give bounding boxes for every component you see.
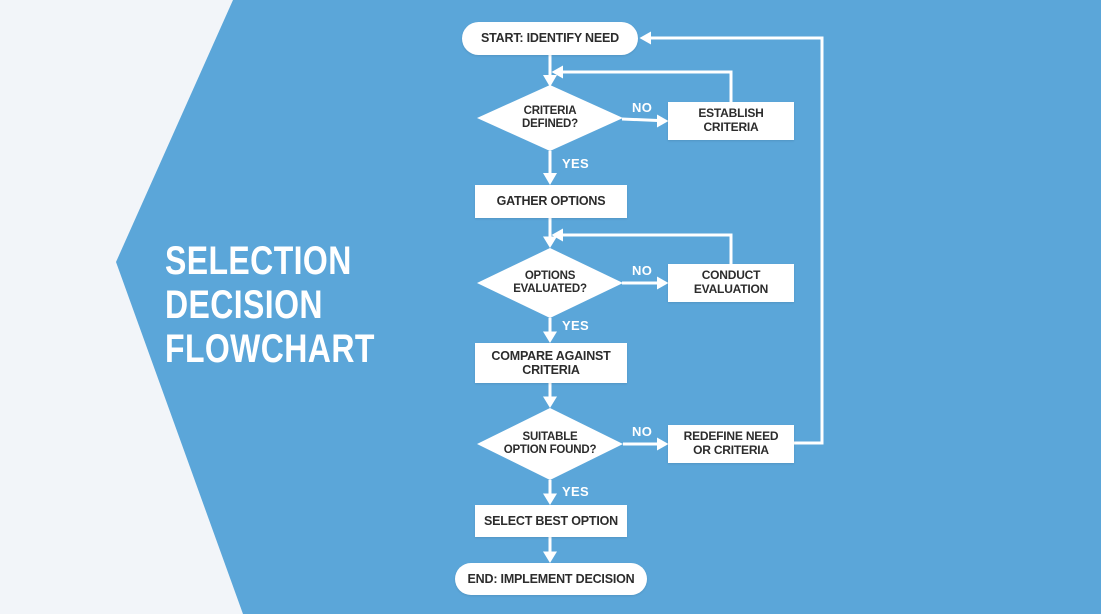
node-end: END: IMPLEMENT DECISION: [455, 563, 647, 595]
node-gather-options-label: GATHER OPTIONS: [496, 194, 606, 209]
edge-gather-to-options-arrowhead: [543, 236, 557, 248]
node-start: START: IDENTIFY NEED: [462, 22, 638, 55]
node-establish-criteria-line-2: CRITERIA: [703, 120, 759, 134]
node-redefine-need-or-criteria-line-1: REDEFINE NEED: [683, 429, 779, 444]
edge-label-suitable-no: NO: [632, 424, 653, 439]
node-options-evaluated-line-2: EVALUATED?: [513, 283, 587, 295]
edge-label-options-no: NO: [632, 263, 653, 278]
node-redefine-need-or-criteria-line-2: OR CRITERIA: [693, 443, 769, 457]
node-compare-against-criteria-line-1: COMPARE AGAINST: [491, 348, 611, 363]
edge-conduct-loopback-arrowhead: [551, 228, 563, 242]
node-suitable-option-found-line-2: OPTION FOUND?: [503, 444, 597, 456]
node-gather-options: GATHER OPTIONS: [475, 185, 627, 218]
title-line-2: DECISION: [165, 283, 323, 327]
edge-label-suitable-yes: YES: [562, 484, 589, 499]
edge-options-yes-arrowhead: [543, 331, 557, 343]
node-end-label: END: IMPLEMENT DECISION: [467, 571, 635, 586]
edge-label-criteria-no: NO: [632, 100, 653, 115]
edge-select-to-end-arrowhead: [543, 551, 557, 563]
edge-establish-loopback-arrowhead: [551, 65, 563, 79]
edge-redefine-loopback-line: [651, 36, 824, 445]
edge-label-criteria-yes: YES: [562, 156, 589, 171]
node-criteria-defined-line-1: CRITERIA: [523, 104, 577, 117]
node-compare-against-criteria-line-2: CRITERIA: [522, 363, 580, 377]
node-establish-criteria-line-1: ESTABLISH: [698, 106, 764, 121]
title-line-3: FLOWCHART: [165, 327, 375, 371]
edge-suitable-no-arrowhead: [657, 437, 669, 451]
edge-label-options-yes: YES: [562, 318, 589, 333]
node-select-best-option: SELECT BEST OPTION: [475, 505, 627, 537]
node-criteria-defined-line-2: DEFINED?: [522, 118, 578, 130]
node-conduct-evaluation-line-1: CONDUCT: [701, 268, 761, 283]
edge-criteria-no-arrowhead: [657, 114, 669, 128]
node-suitable-option-found-line-1: SUITABLE: [522, 430, 578, 443]
node-select-best-option-label: SELECT BEST OPTION: [484, 513, 618, 528]
node-options-evaluated-line-1: OPTIONS: [524, 269, 576, 282]
edge-compare-to-suitable-arrowhead: [543, 396, 557, 408]
edge-criteria-yes-arrowhead: [543, 173, 557, 185]
node-start-label: START: IDENTIFY NEED: [481, 31, 619, 46]
edge-establish-loopback-line: [563, 70, 733, 102]
edge-start-to-criteria-arrowhead: [543, 75, 557, 87]
edge-options-no-arrowhead: [657, 276, 669, 290]
edge-suitable-yes-arrowhead: [543, 493, 557, 505]
edge-redefine-loopback-arrowhead: [639, 31, 651, 45]
edge-conduct-loopback-line: [563, 233, 733, 264]
edge-criteria-no-line: [621, 117, 659, 122]
node-conduct-evaluation-line-2: EVALUATION: [693, 282, 769, 296]
title-line-1: SELECTION: [165, 239, 352, 283]
